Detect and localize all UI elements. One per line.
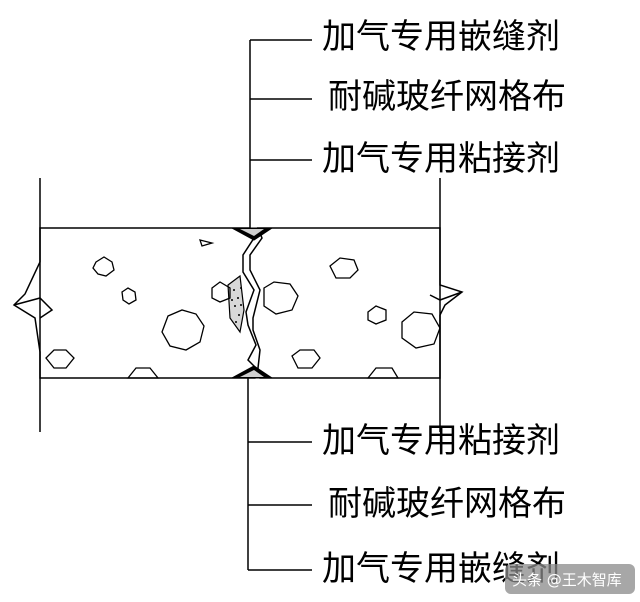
left-break-mark xyxy=(13,297,54,319)
svg-text:头条 @王木智库: 头条 @王木智库 xyxy=(512,571,622,589)
label-top-adhesive: 加气专用粘接剂 xyxy=(322,139,560,179)
watermark: 头条 @王木智库 xyxy=(505,564,635,594)
leader-lines xyxy=(247,39,312,571)
wall-edge-lines xyxy=(39,178,441,432)
aggregate-stones xyxy=(45,239,441,379)
left-block xyxy=(12,227,259,379)
label-top-mesh: 耐碱玻纤网格布 xyxy=(328,77,566,117)
right-break-mark xyxy=(429,291,463,301)
label-bottom-adhesive: 加气专用粘接剂 xyxy=(322,421,560,461)
label-top-sealant: 加气专用嵌缝剂 xyxy=(322,17,560,57)
adhesive-fill xyxy=(227,274,245,334)
label-bottom-mesh: 耐碱玻纤网格布 xyxy=(328,484,566,524)
right-block xyxy=(249,227,464,379)
